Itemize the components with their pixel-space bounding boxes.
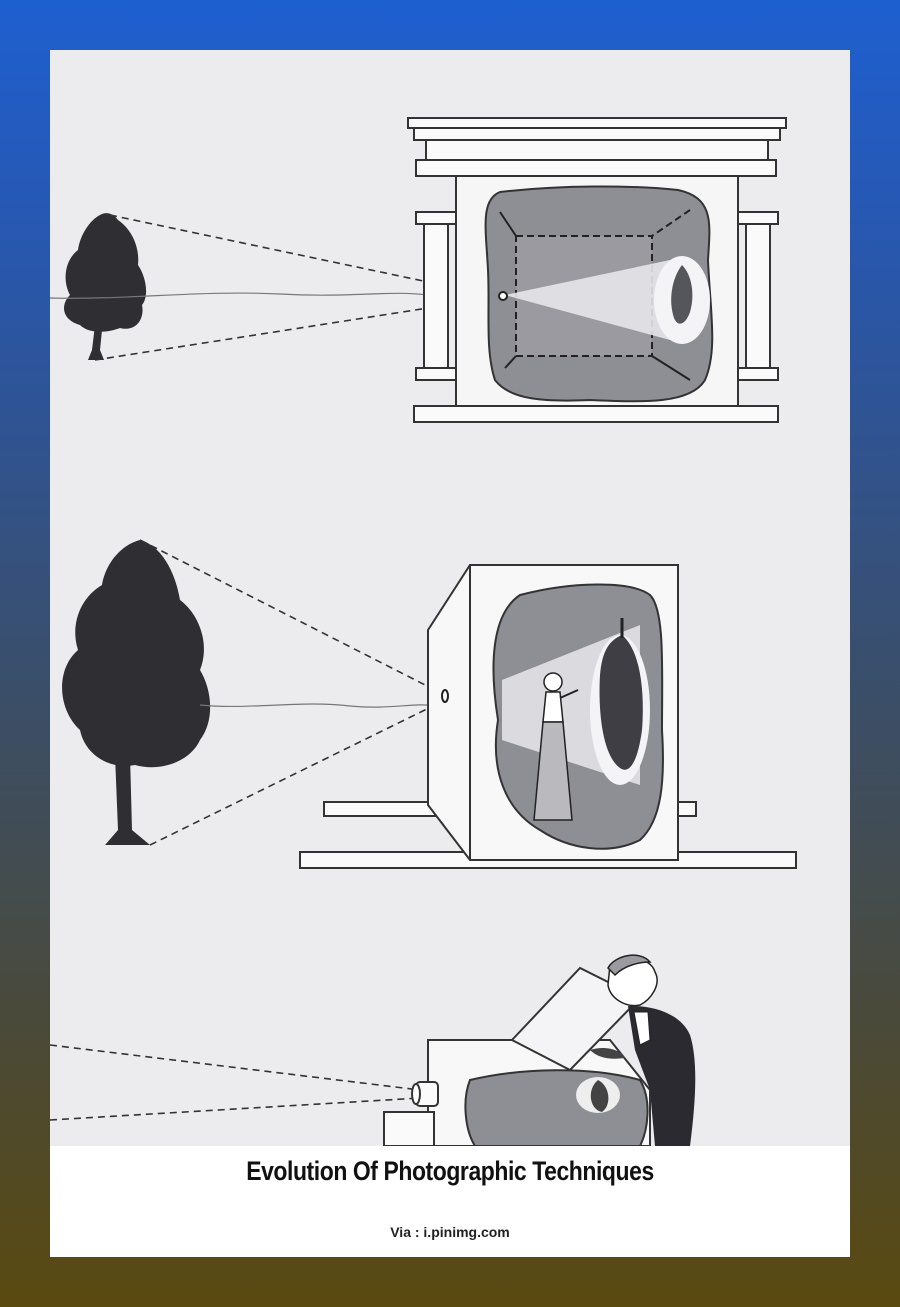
camera-obscura-illustration [50,50,850,1146]
tree-icon [62,540,211,845]
scene-portable-camera [50,954,696,1146]
operator-figure [590,954,696,1146]
image-source: Via : i.pinimg.com [390,1224,510,1240]
tree-icon [64,213,147,360]
image-card: Evolution Of Photographic Techniques Via… [50,50,850,1257]
woman-figure [533,672,579,821]
scene-room-camera-obscura [50,117,787,423]
scene-box-camera-obscura [62,539,797,869]
caption-panel: Evolution Of Photographic Techniques Via… [50,1146,850,1257]
image-title: Evolution Of Photographic Techniques [246,1156,654,1186]
